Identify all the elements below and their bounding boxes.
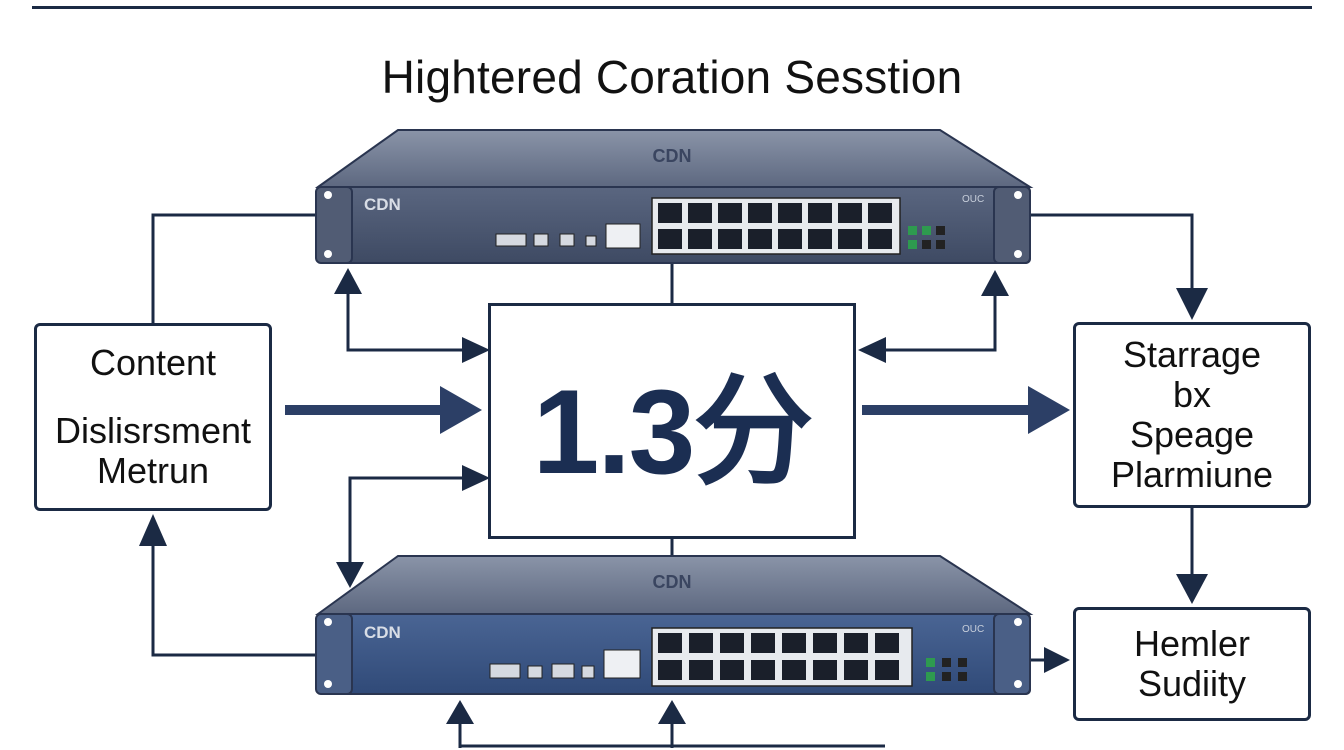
left-box-line-1: Content [89, 342, 217, 383]
bottom-device-model: OUC [962, 624, 984, 635]
right-bottom-box-line-1: Hemler [1133, 623, 1250, 664]
right-bottom-box-line-2: Sudiity [1137, 663, 1247, 704]
top-device-front-label: CDN [364, 195, 401, 214]
right-top-box: Starrage bx Speage Plarmiune [1073, 322, 1311, 508]
diagram-title: Hightered Coration Sesstion [381, 51, 963, 103]
top-device-top-label: CDN [653, 146, 692, 166]
left-box: Content Dislisrsment Metrun [34, 323, 272, 511]
top-device-model: OUC [962, 194, 984, 205]
bottom-device-leds [926, 658, 967, 681]
bottom-device-ports [658, 633, 899, 680]
arrowheads [139, 268, 1208, 724]
top-rule [32, 6, 1312, 9]
right-top-box-line-3: Speage [1129, 414, 1255, 455]
main-arrows [285, 386, 1070, 434]
bottom-device-front-label: CDN [364, 623, 401, 642]
right-bottom-box: Hemler Sudiity [1073, 607, 1311, 721]
left-box-line-3: Metrun [96, 450, 210, 491]
bottom-network-device: CDN CDN OUC [314, 555, 1034, 695]
left-box-line-2: Dislisrsment [54, 410, 251, 451]
top-network-device: CDN CDN OUC [314, 129, 1034, 264]
right-top-box-line-1: Starrage [1122, 334, 1262, 375]
center-metric-box: 1.3分 [488, 303, 856, 539]
bottom-device-top-label: CDN [653, 572, 692, 592]
right-top-box-line-4: Plarmiune [1110, 454, 1274, 495]
connectors [151, 213, 1194, 748]
top-device-ports [658, 203, 892, 249]
right-top-box-line-2: bx [1172, 374, 1212, 415]
center-metric-value: 1.3分 [532, 365, 814, 499]
top-device-leds [908, 226, 945, 249]
